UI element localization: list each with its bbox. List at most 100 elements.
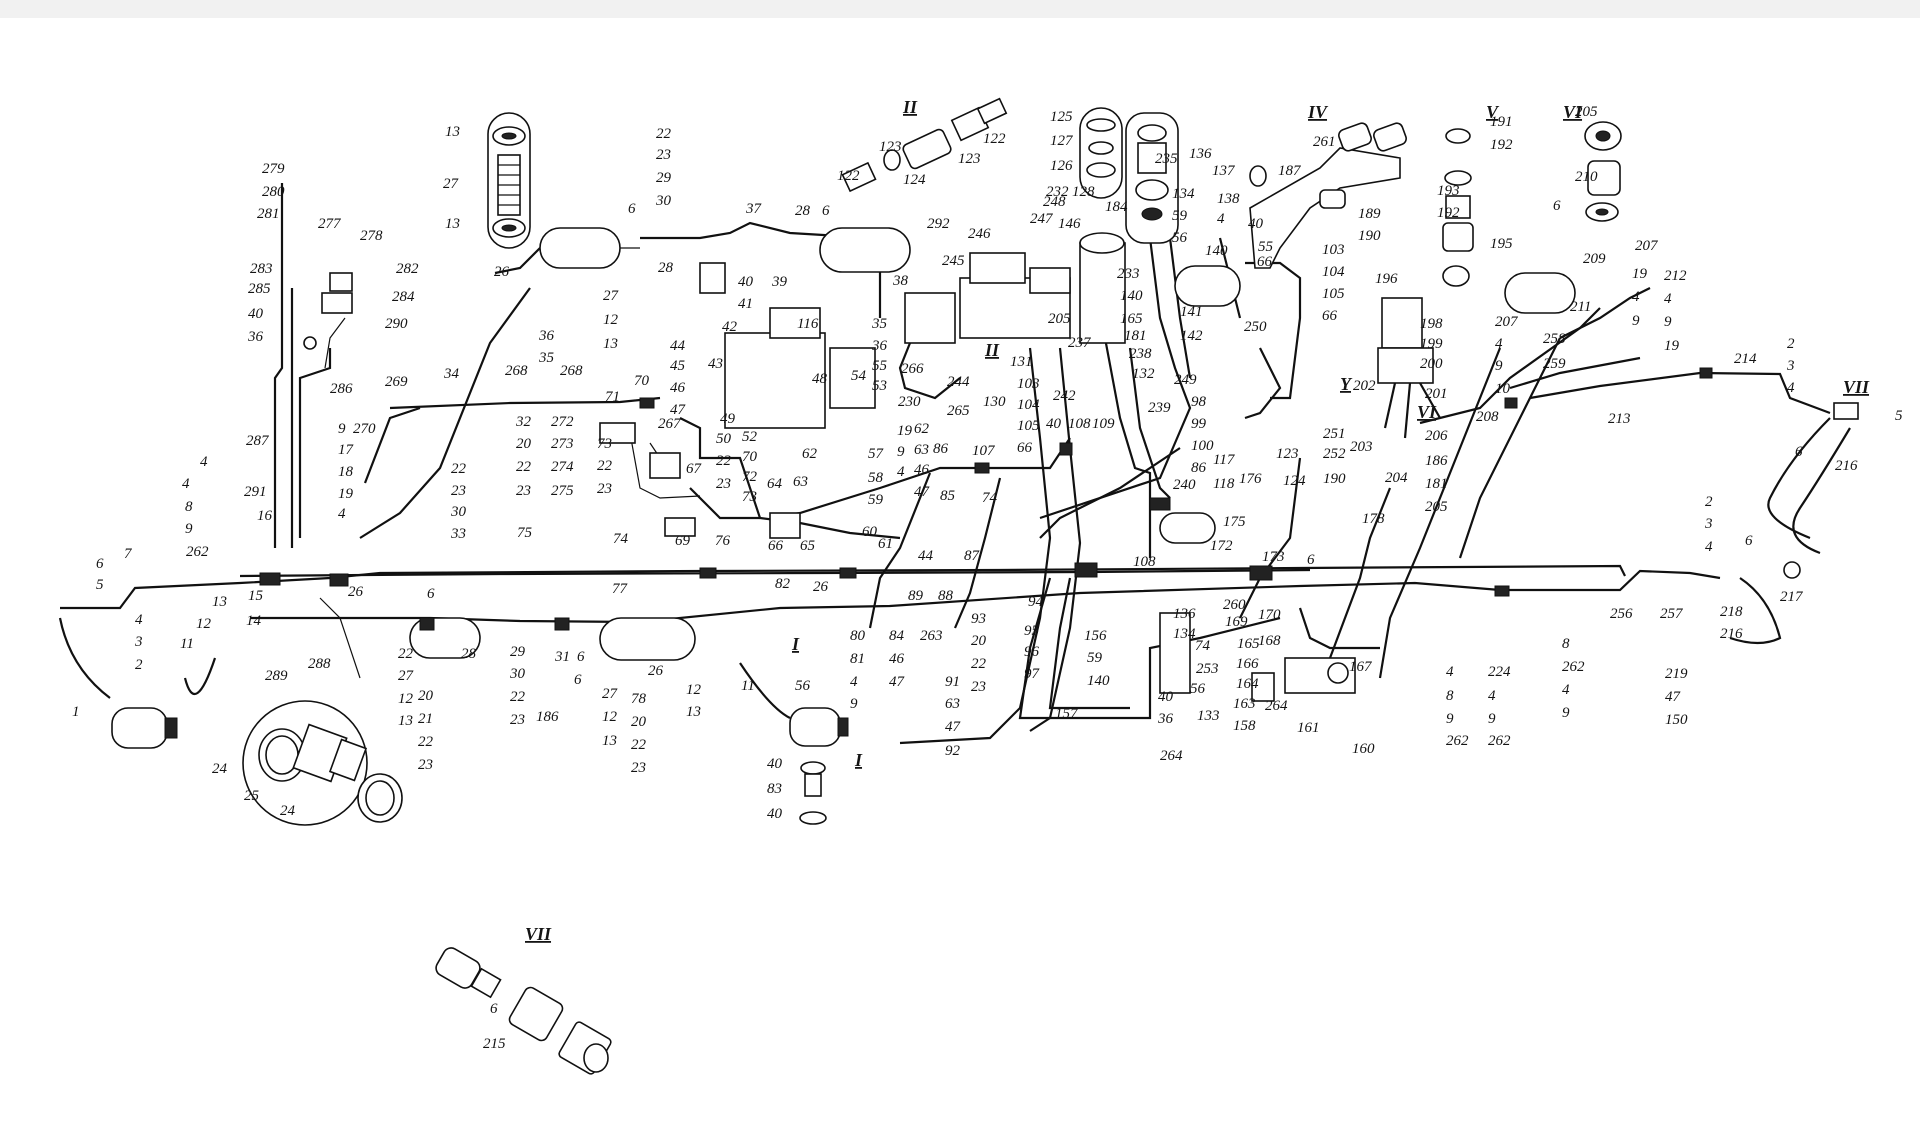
detail-view-label: IV [1307, 102, 1329, 122]
callout-label: 291 [244, 484, 267, 500]
callout-label: 214 [1734, 351, 1757, 367]
callout-label: 21 [418, 711, 433, 727]
callout-label: 103 [1017, 376, 1040, 392]
callout-label: 283 [250, 261, 273, 277]
callout-label: 240 [1173, 477, 1196, 493]
callout-label: 256 [1610, 606, 1633, 622]
callout-label: 63 [914, 442, 929, 458]
callout-label: 55 [1258, 239, 1274, 255]
callout-label: 175 [1223, 514, 1246, 530]
callout-label: 12 [196, 616, 212, 632]
callout-label: 80 [850, 628, 866, 644]
callout-label: 287 [246, 433, 270, 449]
callout-label: 216 [1835, 458, 1858, 474]
callout-label: 42 [722, 319, 738, 335]
callout-label: 264 [1265, 698, 1288, 714]
callout-label: 107 [972, 443, 996, 459]
callout-label: 4 [1217, 211, 1225, 227]
callout-label: 36 [1157, 711, 1174, 727]
callout-label: 258 [1543, 331, 1566, 347]
callout-label: 2 [1705, 494, 1713, 510]
callout-label: 22 [716, 453, 732, 469]
callout-label: 4 [1495, 336, 1503, 352]
callout-label: 9 [185, 521, 193, 537]
callout-label: 140 [1087, 673, 1110, 689]
callout-label: 195 [1490, 236, 1513, 252]
callout-label: 158 [1233, 718, 1256, 734]
callout-label: 55 [872, 358, 888, 374]
main-pipelines [60, 183, 1831, 745]
callout-label: 8 [1446, 688, 1454, 704]
callout-label: 181 [1425, 476, 1448, 492]
callout-label: 202 [1353, 378, 1376, 394]
callout-label: 62 [802, 446, 818, 462]
callout-label: 22 [451, 461, 467, 477]
callout-label: 70 [742, 449, 758, 465]
callout-label: 186 [1425, 453, 1448, 469]
callout-label: 89 [908, 588, 924, 604]
callout-label: 12 [602, 709, 618, 725]
callout-label: 219 [1665, 666, 1688, 682]
callout-label: 165 [1120, 311, 1143, 327]
callout-label: 196 [1375, 271, 1398, 287]
callout-label: 78 [631, 691, 647, 707]
callout-label: 257 [1660, 606, 1684, 622]
callout-label: 163 [1233, 696, 1256, 712]
callout-label: 211 [1570, 299, 1591, 315]
callout-label: 13 [603, 336, 618, 352]
pipe-fittings [259, 367, 1713, 631]
detail-ii-valve [841, 97, 1008, 193]
callout-label: 37 [745, 201, 763, 217]
callout-label: 40 [1158, 689, 1174, 705]
callout-label: 34 [443, 366, 460, 382]
callout-label: 63 [793, 474, 808, 490]
detail-view-label: Y [1340, 374, 1353, 394]
callout-label: 86 [933, 441, 949, 457]
callout-label: 41 [738, 296, 753, 312]
callout-label: 124 [903, 172, 926, 188]
callout-label: 123 [879, 139, 902, 155]
callout-label: 9 [1664, 314, 1672, 330]
callout-label: 19 [1632, 266, 1648, 282]
callout-label: 277 [318, 216, 342, 232]
callout-label: 274 [551, 459, 574, 475]
callout-label: 134 [1173, 626, 1196, 642]
callout-label: 279 [262, 161, 285, 177]
callout-label: 4 [1664, 291, 1672, 307]
callout-label: 46 [889, 651, 905, 667]
callout-label: 237 [1068, 335, 1092, 351]
callout-label: 191 [1490, 114, 1513, 130]
callout-label: 82 [775, 576, 791, 592]
callout-label: 56 [1190, 681, 1206, 697]
callout-label: 75 [517, 525, 533, 541]
callout-label: 261 [1313, 134, 1336, 150]
callout-label: 207 [1635, 238, 1659, 254]
callout-label: 157 [1055, 706, 1079, 722]
callout-label: 265 [947, 403, 970, 419]
callout-label: 134 [1172, 186, 1195, 202]
callout-label: 29 [656, 170, 672, 186]
callout-label: 63 [945, 696, 960, 712]
callout-label: 26 [348, 584, 364, 600]
callout-label: 205 [1575, 104, 1598, 120]
callout-label: 205 [1425, 499, 1448, 515]
callout-label: 199 [1420, 336, 1443, 352]
callout-label: 161 [1297, 720, 1320, 736]
callout-label: 92 [945, 743, 961, 759]
callout-label: 170 [1258, 607, 1281, 623]
callout-label: 67 [686, 461, 703, 477]
callout-label: 246 [968, 226, 991, 242]
callout-label: 282 [396, 261, 419, 277]
callout-label: 19 [338, 486, 354, 502]
callout-label: 270 [353, 421, 376, 437]
callout-label: 259 [1543, 356, 1566, 372]
callout-label: 218 [1720, 604, 1743, 620]
callout-label: 132 [1132, 366, 1155, 382]
callout-label: 6 [628, 201, 636, 217]
callout-label: 30 [509, 666, 526, 682]
callout-label: 91 [945, 674, 960, 690]
callout-label: 4 [338, 506, 346, 522]
callout-label: 186 [536, 709, 559, 725]
